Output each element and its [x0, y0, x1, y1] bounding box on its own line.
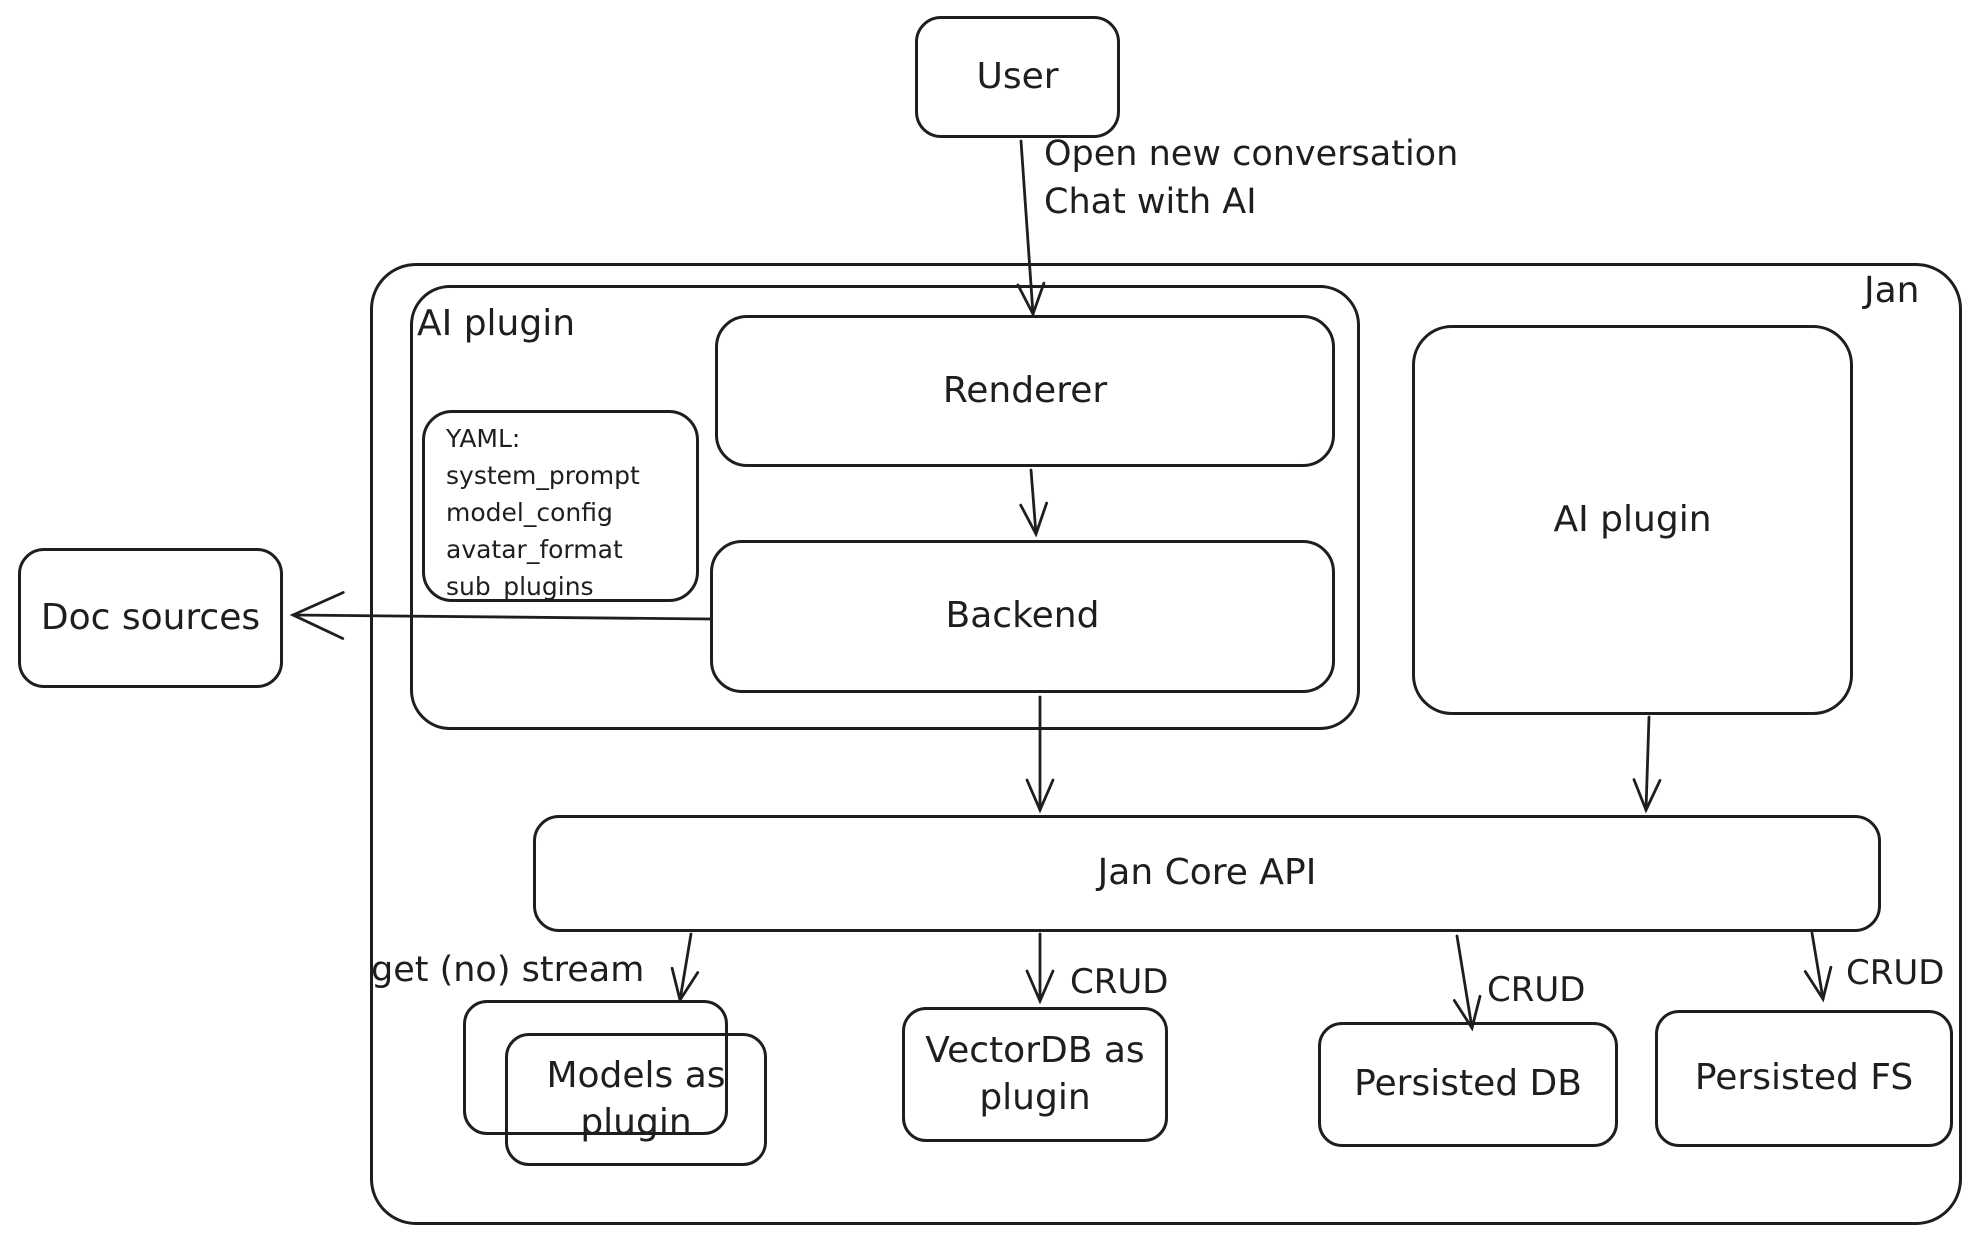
persisted-fs-label: Persisted FS [1694, 1057, 1914, 1099]
yaml-note-box [422, 410, 699, 602]
jan-core-api-node-label: Jan Core API [1097, 852, 1317, 894]
renderer-node: Renderer [715, 315, 1335, 467]
yaml-note-line: avatar_format [446, 535, 623, 564]
doc-sources-node: Doc sources [18, 548, 283, 688]
yaml-note-line: sub_plugins [446, 572, 594, 601]
ai-plugin-node-label: AI plugin [1553, 498, 1712, 540]
models-as-plugin-back-box [463, 1000, 728, 1135]
edge-label-line: Open new conversation [1044, 134, 1459, 174]
models-as-plugin-node: Models as plugin [505, 1033, 767, 1166]
doc-sources-node-label: Doc sources [40, 596, 261, 638]
ai-plugin-group-box [410, 285, 1360, 730]
backend-node-label: Backend [945, 595, 1100, 637]
user-node: User [915, 16, 1120, 138]
vectordb-as-plugin-node: VectorDB as plugin [902, 1007, 1168, 1142]
edge-label-crud-persisted-db: CRUD [1487, 970, 1586, 1010]
yaml-note-line: YAML: [446, 424, 521, 453]
edge-label-crud-vectordb: CRUD [1070, 962, 1169, 1002]
ai-plugin-group-label: AI plugin [417, 303, 576, 344]
jan-container-box [370, 263, 1962, 1225]
edge-label-crud-persisted-fs: CRUD [1846, 953, 1945, 993]
edge-label-user-to-renderer: Open new conversation Chat with AI [1044, 134, 1458, 222]
jan-container-label: Jan [1864, 270, 1920, 311]
user-node-label: User [976, 55, 1059, 97]
yaml-note-line: model_config [446, 498, 613, 527]
persisted-fs-node: Persisted FS [1655, 1010, 1953, 1147]
jan-core-api-node: Jan Core API [533, 815, 1881, 932]
edge-label-line: Chat with AI [1044, 182, 1257, 222]
vectordb-as-plugin-label: VectorDB as plugin [925, 1029, 1145, 1118]
yaml-note-text: YAML: system_prompt model_config avatar_… [446, 420, 640, 605]
edge-label-get-no-stream: get (no) stream [371, 950, 645, 990]
ai-plugin-node: AI plugin [1412, 325, 1853, 715]
backend-node: Backend [710, 540, 1335, 693]
models-as-plugin-label: Models as plugin [546, 1054, 726, 1143]
persisted-db-label: Persisted DB [1354, 1063, 1582, 1105]
yaml-note-line: system_prompt [446, 461, 640, 490]
renderer-node-label: Renderer [942, 369, 1108, 411]
persisted-db-node: Persisted DB [1318, 1022, 1618, 1147]
